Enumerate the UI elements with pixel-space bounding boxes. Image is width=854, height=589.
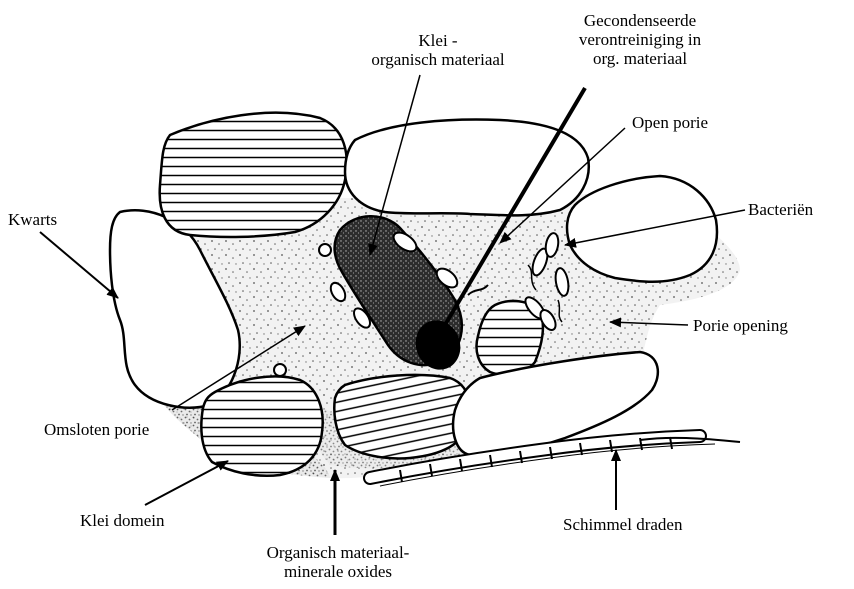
mineral-grain-right [567, 176, 717, 282]
label-organisch-oxides: Organisch materiaal- minerale oxides [238, 543, 438, 581]
small-particle [319, 244, 331, 256]
label-kwarts: Kwarts [8, 210, 57, 229]
enclosed-pore-dot [274, 364, 286, 376]
label-bacterien: Bacteriën [748, 200, 813, 219]
label-open-porie: Open porie [632, 113, 708, 132]
label-gecondenseerde: Gecondenseerde verontreiniging in org. m… [560, 11, 720, 68]
label-line: minerale oxides [238, 562, 438, 581]
label-line: org. materiaal [560, 49, 720, 68]
label-line: Organisch materiaal- [238, 543, 438, 562]
clay-domain-top [160, 113, 347, 237]
arrow-kwarts [40, 232, 118, 298]
label-porie-opening: Porie opening [693, 316, 788, 335]
clay-domain-center [334, 375, 469, 459]
label-schimmel-draden: Schimmel draden [563, 515, 682, 534]
label-line: organisch materiaal [358, 50, 518, 69]
arrow-klei-domein [145, 461, 228, 505]
label-klei-organisch: Klei - organisch materiaal [358, 31, 518, 69]
label-line: verontreiniging in [560, 30, 720, 49]
label-line: Gecondenseerde [560, 11, 720, 30]
label-omsloten-porie: Omsloten porie [44, 420, 149, 439]
clay-domain-bottom [201, 376, 322, 475]
label-line: Klei - [358, 31, 518, 50]
label-klei-domein: Klei domein [80, 511, 165, 530]
mineral-grain-top [345, 120, 589, 216]
